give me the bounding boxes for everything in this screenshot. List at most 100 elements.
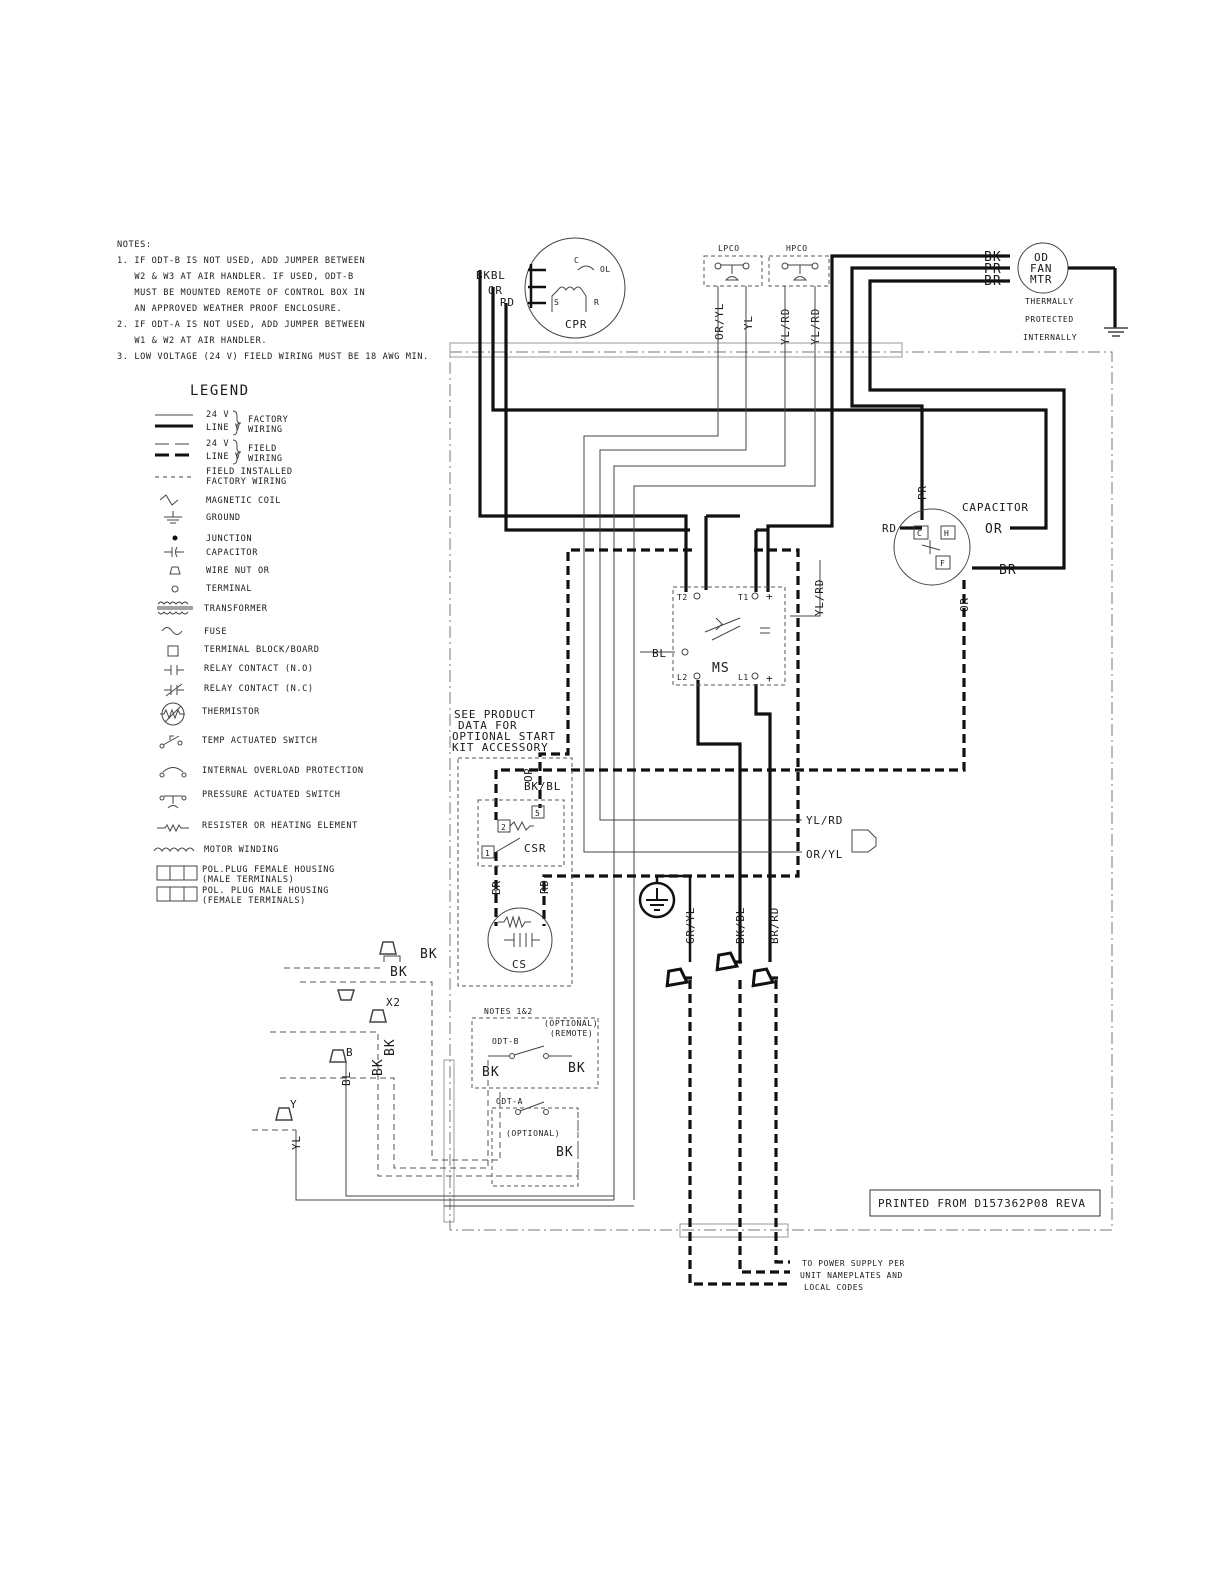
fan-label: OD (1034, 251, 1049, 264)
legend-label: MOTOR WINDING (204, 845, 279, 855)
odt-remote: (REMOTE) (550, 1029, 593, 1038)
legend-label: GROUND (206, 513, 241, 523)
wire-nut-icon (665, 967, 692, 988)
wire-label-bl: BL (652, 647, 667, 660)
run-capacitor: C H F CAPACITOR (893, 501, 1028, 586)
ms-terminal-l2: L2 (677, 673, 688, 682)
legend-label: FIELD INSTALLED (206, 467, 293, 477)
wire-label-bk: BK (420, 947, 438, 962)
csr-terminal: 5 (535, 809, 540, 818)
cpr-terminal-r: R (594, 298, 599, 307)
note-line: 1. IF ODT-B IS NOT USED, ADD JUMPER BETW… (117, 256, 365, 266)
equipment-ground-icon (638, 874, 692, 962)
fan-note: INTERNALLY (1023, 333, 1077, 342)
odt-note: NOTES 1&2 (484, 1007, 533, 1016)
wire-label-bk: BK (482, 1065, 500, 1080)
wire-label-gr-yl: GR/YL (684, 907, 697, 944)
legend-label: FACTORY WIRING (206, 477, 287, 487)
wire-label-bk-bl: BK/BL (734, 907, 747, 944)
wire-nut-icon (275, 1107, 293, 1121)
start-kit-note: SEE PRODUCT (454, 708, 536, 721)
relay-no-icon (164, 665, 184, 675)
wire-label-bkbl: BKBL (476, 269, 506, 282)
wire-label-bk: BK (383, 1038, 398, 1056)
note-line: 3. LOW VOLTAGE (24 V) FIELD WIRING MUST … (117, 352, 429, 362)
wire-label-or: OR (958, 597, 971, 612)
power-note: TO POWER SUPPLY PER (802, 1259, 905, 1268)
cs-label: CS (512, 958, 527, 971)
legend-label: (MALE TERMINALS) (202, 875, 294, 885)
thermistor-icon (160, 702, 185, 726)
motor-winding-icon (153, 847, 195, 852)
legend-label: FUSE (204, 627, 227, 637)
legend-label: POL. PLUG MALE HOUSING (202, 886, 329, 896)
magnetic-coil-icon (159, 494, 179, 506)
ms-label: MS (712, 661, 730, 676)
legend-title: LEGEND (190, 383, 250, 399)
fan-label: MTR (1030, 273, 1052, 286)
start-kit-note: OPTIONAL START (452, 730, 556, 743)
legend-label: FACTORY (248, 415, 289, 425)
temp-switch-icon (159, 735, 183, 749)
ms-terminal-l1: L1 (738, 673, 749, 682)
legend-label: RELAY CONTACT (N.C) (204, 684, 314, 694)
legend-label: LINE V (206, 452, 241, 462)
odt-optional: (OPTIONAL) (544, 1019, 598, 1028)
start-kit: SEE PRODUCT DATA FOR OPTIONAL START KIT … (452, 708, 573, 987)
legend-brace (232, 439, 242, 465)
notes-block: NOTES: 1. IF ODT-B IS NOT USED, ADD JUMP… (117, 240, 429, 362)
resistor-icon (157, 823, 189, 833)
wire-nut-icon (169, 566, 181, 575)
cpr-terminal-c: C (574, 256, 579, 265)
csr-terminal: 1 (485, 849, 490, 858)
odt-optional: (OPTIONAL) (506, 1129, 560, 1138)
relay-nc-icon (164, 683, 184, 697)
odt-box: NOTES 1&2 (OPTIONAL) (REMOTE) ODT-B BK B… (471, 1007, 599, 1187)
contactor-ms: T2 T1 + L2 L1 + MS (672, 586, 786, 686)
legend-brace (232, 410, 242, 436)
od-fan-motor: OD FAN MTR THERMALLY PROTECTED INTERNALL… (1017, 242, 1117, 342)
capacitor-icon (164, 546, 184, 558)
terminal-block-icon (167, 645, 179, 657)
wire-label-bk: BK (371, 1058, 386, 1076)
wire-label-yl-rd: YL/RD (813, 579, 826, 616)
ground-icon (1104, 327, 1128, 337)
wire-nut-icon (751, 967, 778, 988)
note-line: MUST BE MOUNTED REMOTE OF CONTROL BOX IN (117, 288, 365, 298)
legend-label: 24 V (206, 439, 229, 449)
overload-icon (159, 767, 187, 778)
odt-b-label: ODT-B (492, 1037, 519, 1046)
wire-nut-icon (379, 941, 397, 955)
legend-label: WIRING (248, 425, 283, 435)
lpco-label: LPCO (718, 244, 740, 253)
note-line: AN APPROVED WEATHER PROOF ENCLOSURE. (117, 304, 342, 314)
hpco-switch: HPCO (768, 244, 830, 287)
legend-label: MAGNETIC COIL (206, 496, 281, 506)
wire-nut-icon (369, 1009, 387, 1023)
ms-terminal-t2: T2 (677, 593, 688, 602)
wire-nut-icon (329, 1049, 347, 1063)
legend-label: RELAY CONTACT (N.O) (204, 664, 314, 674)
wire-label-rd: RD (882, 522, 897, 535)
cap-terminal-c: C (917, 529, 922, 538)
legend-label: TRANSFORMER (204, 604, 268, 614)
note-line: W2 & W3 AT AIR HANDLER. IF USED, ODT-B (117, 272, 354, 282)
transformer-icon (157, 601, 193, 615)
legend-label: JUNCTION (206, 534, 252, 544)
legend-label: THERMISTOR (202, 707, 260, 717)
junction-icon (172, 535, 178, 541)
wire-label-bk: BK (390, 965, 408, 980)
y-label: Y (290, 1098, 297, 1111)
wire-label-or: OR (985, 522, 1003, 537)
legend: LEGEND 24 V LINE V FACTORY WIRING 24 V L… (153, 383, 363, 906)
power-note: LOCAL CODES (804, 1283, 864, 1292)
low-voltage-wiring (295, 286, 821, 1207)
wire-label-bk: BK (556, 1145, 574, 1160)
note-line: 2. IF ODT-A IS NOT USED, ADD JUMPER BETW… (117, 320, 365, 330)
legend-label: WIRING (248, 454, 283, 464)
wire-nut-icon (336, 989, 356, 1001)
wire-label-rd: RD (538, 879, 551, 894)
start-kit-wiring (494, 548, 966, 1286)
ms-plus: + (766, 672, 773, 685)
print-reference: PRINTED FROM D157362P08 REVA (878, 1197, 1086, 1210)
